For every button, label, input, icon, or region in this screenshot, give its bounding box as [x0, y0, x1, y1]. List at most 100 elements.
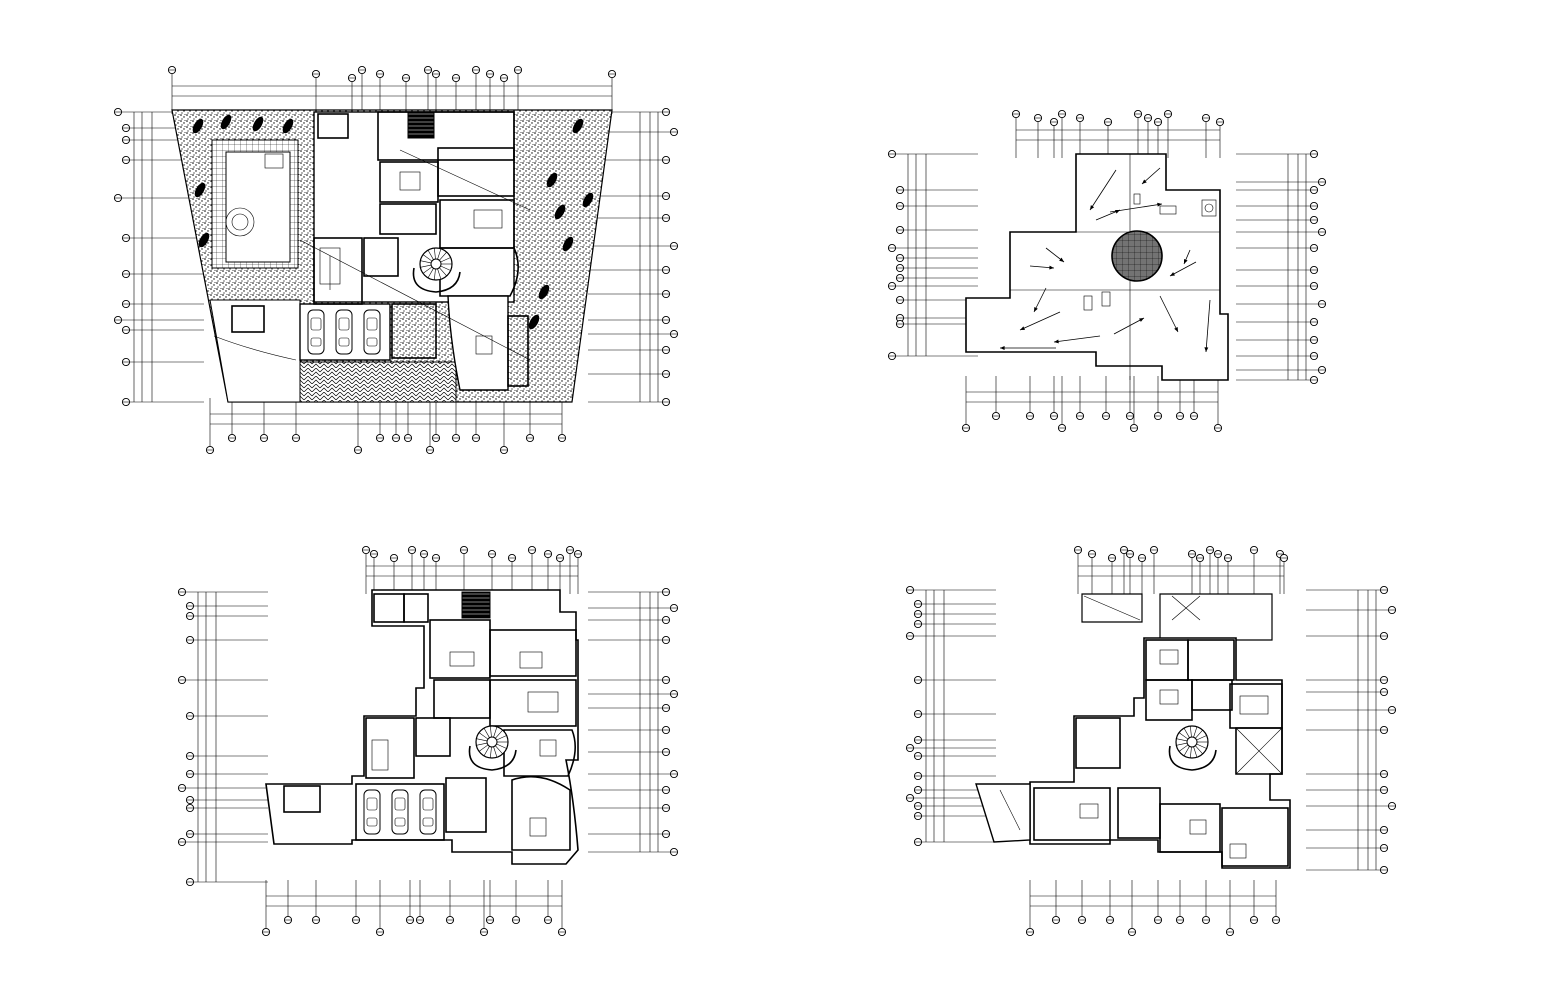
- stair-wall: [1168, 745, 1217, 771]
- stair-tread: [493, 726, 498, 738]
- stair-wall: [412, 267, 461, 293]
- slope-arrow-icon: [1053, 335, 1101, 343]
- slope-arrow-icon: [1089, 169, 1117, 211]
- arrow-head: [1115, 209, 1120, 214]
- stair-tread: [490, 746, 492, 758]
- arrow-head: [1204, 347, 1209, 352]
- arrow-head: [1059, 257, 1064, 262]
- tree-icon: [562, 236, 574, 252]
- stair-tread: [422, 254, 433, 262]
- arrow-head: [1142, 179, 1147, 184]
- arrow-head: [1054, 339, 1059, 344]
- stair-tread: [1190, 746, 1192, 758]
- stair-tread: [420, 260, 432, 264]
- arrow-head: [1174, 327, 1178, 332]
- roof-outline: [965, 153, 1229, 381]
- stair-tread: [1178, 744, 1189, 752]
- stair-tread: [476, 742, 488, 746]
- site-plan: [113, 65, 679, 455]
- stair-tread: [439, 251, 447, 261]
- stair-tread: [434, 248, 436, 260]
- roof-plan: [887, 109, 1327, 433]
- stair-tread: [496, 743, 507, 749]
- slope-arrow-icon: [1205, 299, 1211, 353]
- stair-tread: [1178, 732, 1189, 740]
- car-windshield: [338, 317, 350, 331]
- stair-tread: [495, 745, 503, 755]
- arrow-head: [1049, 265, 1054, 270]
- car-rear-window: [338, 337, 350, 347]
- car-icon: [363, 309, 381, 355]
- stair-tread: [483, 746, 490, 757]
- stair-tread: [495, 729, 503, 739]
- stair-tread: [1193, 726, 1198, 738]
- car-icon: [335, 309, 353, 355]
- pool: [225, 151, 291, 263]
- slope-arrow-icon: [1019, 311, 1061, 331]
- car-windshield: [422, 797, 434, 811]
- gf-garage: [355, 783, 445, 841]
- stair-core: [430, 258, 442, 270]
- tree-icon: [528, 314, 540, 330]
- stair-tread: [478, 744, 489, 752]
- stair-tread: [1195, 729, 1203, 739]
- stair-tread: [427, 268, 434, 279]
- ground-floor-plan: [177, 545, 679, 937]
- car-rear-window: [366, 817, 378, 827]
- stair-tread: [434, 268, 436, 280]
- stair-tread: [476, 738, 488, 742]
- tree-icon: [582, 192, 594, 208]
- arrow-head: [1170, 272, 1175, 276]
- stair-tread: [1183, 746, 1190, 757]
- tree-icon: [252, 116, 264, 132]
- arrow-head: [1020, 326, 1025, 330]
- pool-spa: [225, 207, 255, 237]
- car-windshield: [310, 317, 322, 331]
- arrow-head: [1000, 346, 1005, 350]
- stair-tread: [1196, 735, 1207, 741]
- stair-tread: [1193, 746, 1198, 758]
- stair-tread: [1183, 727, 1190, 738]
- slope-arrow-icon: [1159, 295, 1179, 333]
- car-windshield: [366, 317, 378, 331]
- upper-floor-plan: [905, 545, 1397, 937]
- stair-tread: [440, 257, 451, 263]
- dimension-lines: [887, 109, 1327, 433]
- car-icon: [307, 309, 325, 355]
- stair-tread: [1196, 743, 1207, 749]
- car-rear-window: [310, 337, 322, 347]
- stair-tread: [1176, 738, 1188, 742]
- tree-icon: [192, 118, 204, 134]
- tree-icon: [220, 114, 232, 130]
- dimension-lines: [905, 545, 1397, 937]
- tree-icon: [538, 284, 550, 300]
- stair-tread: [478, 732, 489, 740]
- stair-tread: [1176, 742, 1188, 746]
- arrow-head: [1090, 205, 1095, 210]
- stair-tread: [427, 249, 434, 260]
- slope-arrow-icon: [1169, 261, 1197, 277]
- arrow-head: [1184, 259, 1188, 264]
- uf-roof-terrace: [1081, 593, 1273, 641]
- stair-core: [1186, 736, 1198, 748]
- arrow-head: [1157, 202, 1162, 207]
- paving: [299, 361, 457, 403]
- stair-tread: [437, 268, 442, 280]
- stair-tread: [483, 727, 490, 738]
- car-rear-window: [366, 337, 378, 347]
- car-icon: [419, 789, 437, 835]
- stair-tread: [490, 726, 492, 738]
- stair-tread: [439, 267, 447, 277]
- tree-icon: [546, 172, 558, 188]
- car-icon: [363, 789, 381, 835]
- dimension-lines: [113, 65, 679, 455]
- stair-wall: [468, 745, 517, 771]
- arrow-head: [1034, 307, 1038, 312]
- arrow-head: [1139, 318, 1144, 322]
- tree-icon: [194, 182, 206, 198]
- car-rear-window: [394, 817, 406, 827]
- tree-icon: [572, 118, 584, 134]
- car-windshield: [366, 797, 378, 811]
